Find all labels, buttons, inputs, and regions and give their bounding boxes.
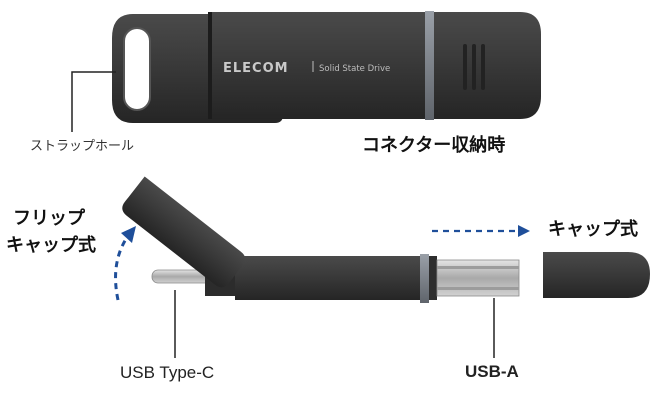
strap-hole	[123, 27, 151, 111]
curved-arrow-up-icon	[114, 226, 136, 301]
strap-hole-label: ストラップホール	[30, 139, 135, 154]
grip-lines	[463, 44, 485, 90]
stowed-drive: ELECOM Solid State Drive	[112, 11, 541, 123]
usb-a-connector	[436, 259, 520, 297]
dashed-arrow-right-icon	[432, 225, 530, 237]
model-text: Solid State Drive	[319, 64, 390, 74]
drive-body	[208, 12, 541, 119]
removable-cap	[543, 252, 650, 298]
band-ring	[425, 11, 434, 120]
cap-type-label: キャップ式	[548, 219, 638, 240]
flip-cap-open	[122, 176, 246, 288]
strap-leader-line	[71, 71, 116, 132]
opened-drive	[122, 176, 520, 303]
brand-text: ELECOM	[223, 61, 289, 76]
usb-a-label: USB-A	[465, 362, 519, 381]
usb-type-c-label: USB Type-C	[120, 363, 215, 382]
drive-body-open	[235, 256, 420, 300]
band-ring-open	[420, 254, 429, 303]
flip-cap-label-line2: キャップ式	[6, 235, 96, 256]
flip-cap-label-line1: フリップ	[13, 208, 85, 229]
stowed-state-label: コネクター収納時	[362, 135, 506, 156]
